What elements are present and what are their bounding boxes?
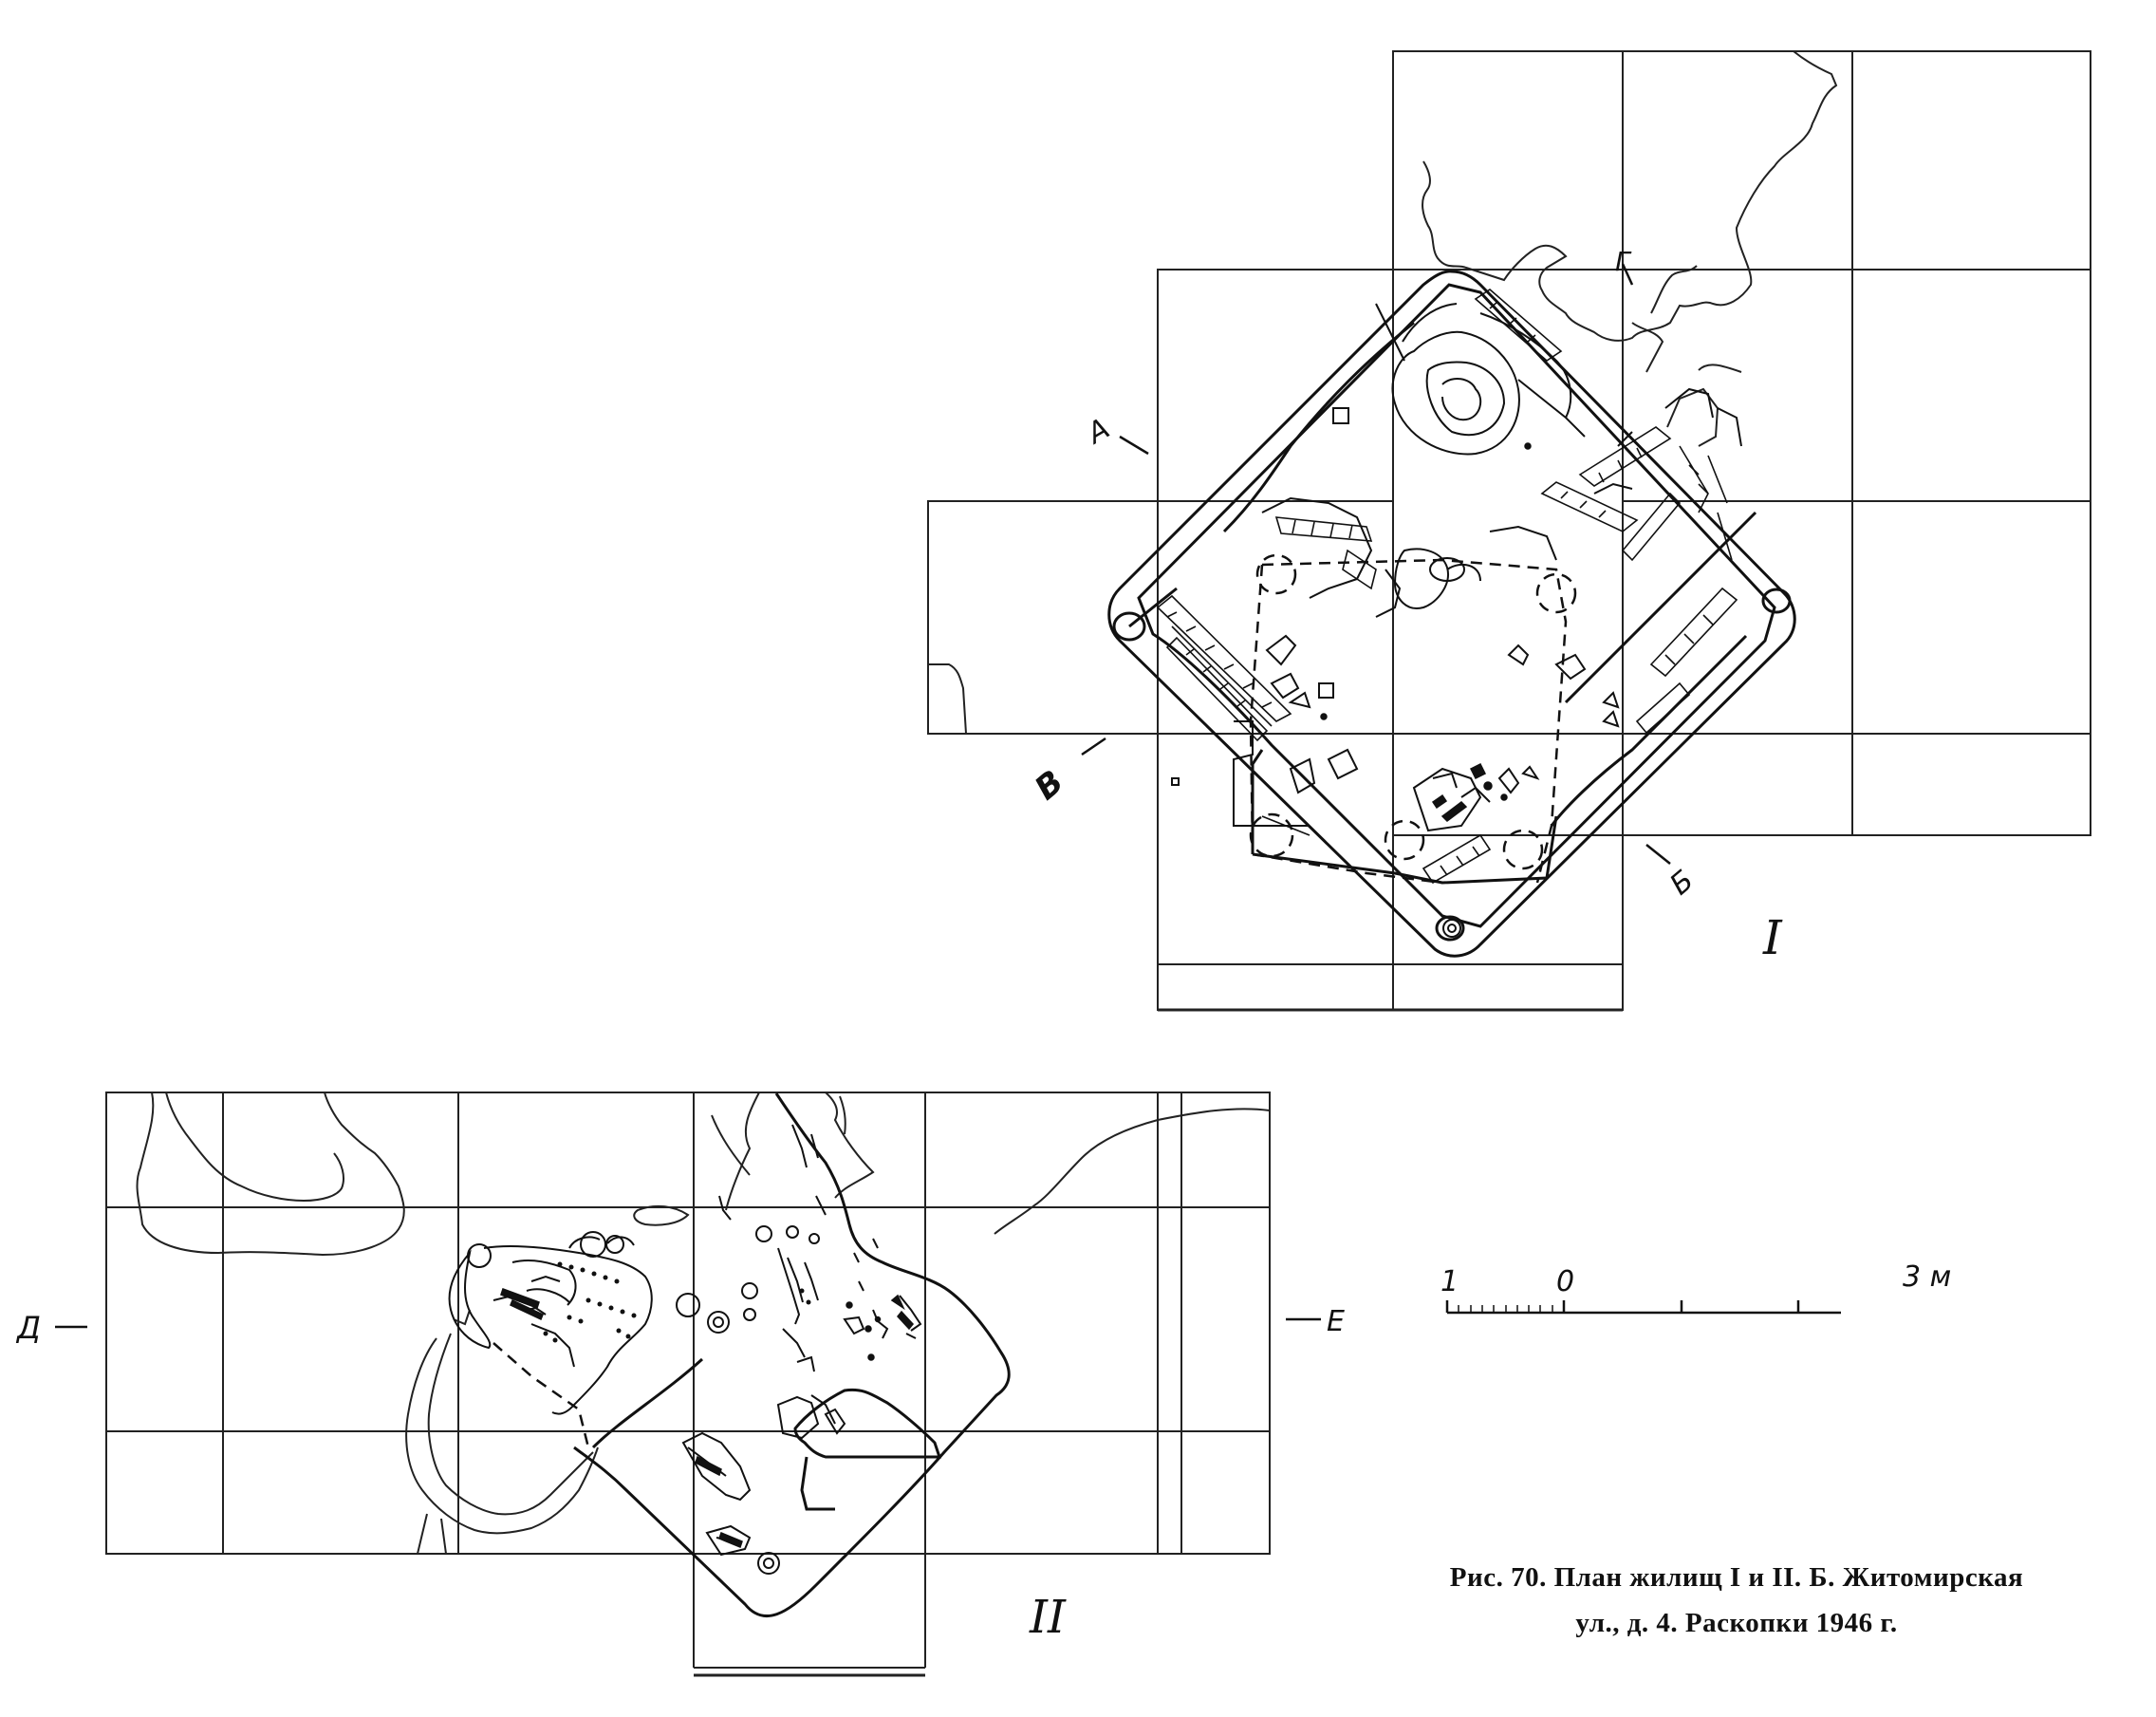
caption-line-2: ул., д. 4. Раскопки 1946 г. xyxy=(1575,1608,1898,1638)
caption-line-1: Рис. 70. План жилищ I и II. Б. Житомирск… xyxy=(1449,1562,2024,1593)
plan-II-grid xyxy=(105,1092,1271,1677)
plan-I-grid xyxy=(927,50,2091,1012)
plan-I-number: I xyxy=(1762,910,1783,965)
figure-caption: Рис. 70. План жилищ I и II. Б. Житомирск… xyxy=(1338,1555,2135,1646)
plan-II-artefacts xyxy=(500,1288,914,1548)
section-marker-d: Д xyxy=(15,1310,41,1346)
section-marker-e: Е xyxy=(1327,1305,1345,1338)
plan-II-round-finds xyxy=(707,1311,780,1575)
plan-I-dwelling xyxy=(1107,270,1796,958)
section-marker-g: Г xyxy=(1615,246,1632,277)
section-marker-b: Б xyxy=(1663,864,1700,902)
scale-bar xyxy=(1445,1300,1841,1315)
plan-II-dots xyxy=(543,1261,811,1343)
plan-I-circle-find xyxy=(1442,919,1461,938)
plan-I-artefacts xyxy=(1320,442,1532,822)
plan-II-dashed xyxy=(493,1342,590,1448)
plan-I-dashed xyxy=(1249,553,1577,885)
plan-II-contours xyxy=(136,1092,1271,1555)
plan-I-section-marks xyxy=(1081,263,1671,865)
plan-II-dwelling xyxy=(573,1092,1011,1618)
plan-II-features xyxy=(448,1124,922,1557)
plan-I-contours xyxy=(928,50,1838,735)
scale-label-right: 3 м xyxy=(1903,1260,1951,1294)
plan-I-features xyxy=(1171,303,1742,832)
scale-label-zero: 0 xyxy=(1556,1265,1574,1298)
section-marker-v: В xyxy=(1028,763,1071,808)
plan-II-number: II xyxy=(1029,1591,1067,1644)
plan-I-beams xyxy=(1156,288,1738,885)
plan-II-section-marks xyxy=(55,1317,1321,1329)
scale-label-left: 1 xyxy=(1440,1265,1459,1298)
section-marker-a: А xyxy=(1080,412,1115,452)
